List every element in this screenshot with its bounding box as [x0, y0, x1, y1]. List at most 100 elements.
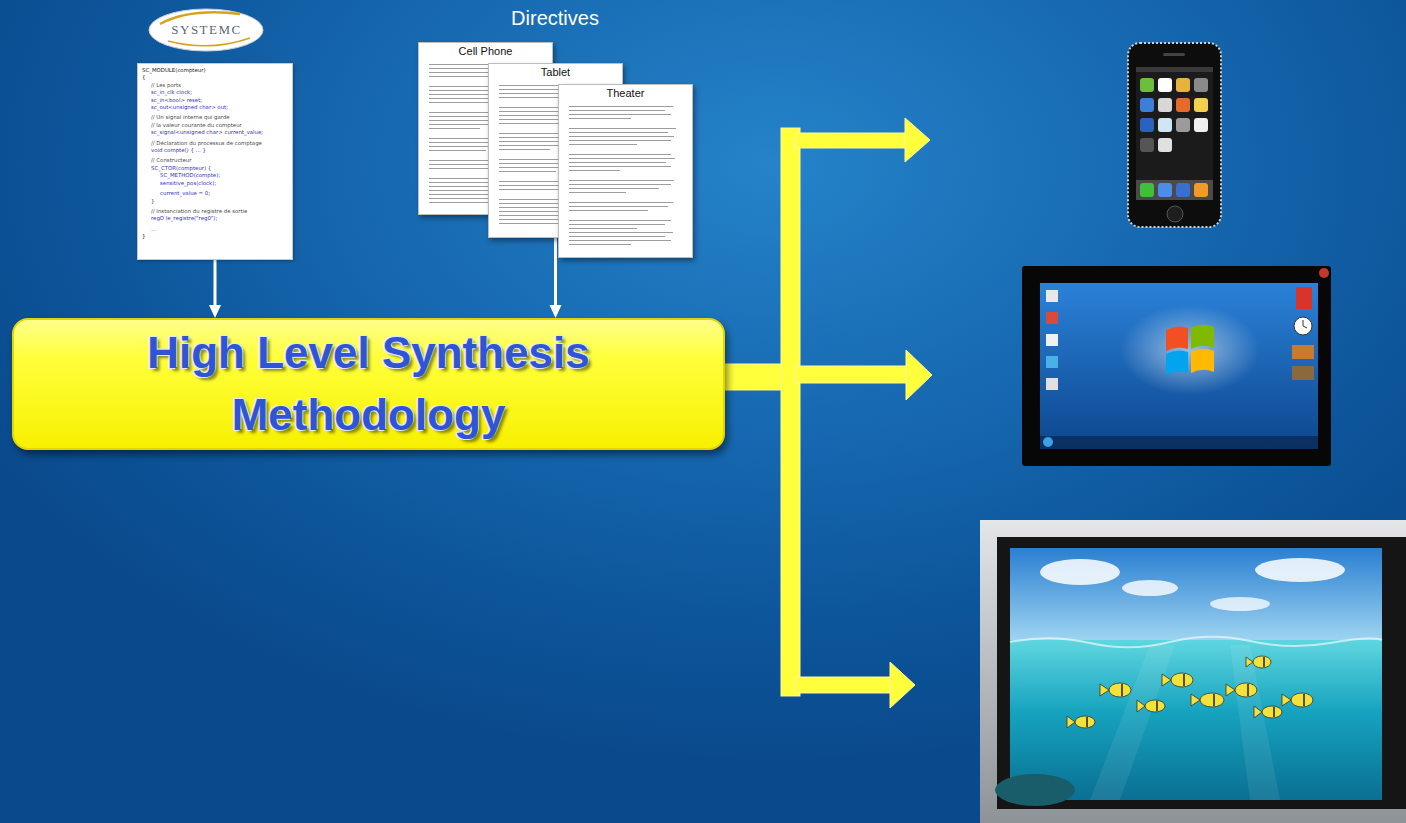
theater-screen-picture [1137, 700, 1145, 712]
code-line: SC_CTOR(compteur) { [142, 165, 288, 172]
cell-phone-picture [1194, 78, 1208, 92]
code-line: current_value = 0; [142, 190, 288, 197]
code-line: // Constructeur [142, 157, 288, 164]
tablet-picture [1022, 266, 1331, 466]
tablet-picture [1191, 325, 1214, 349]
theater-screen-picture [1171, 673, 1193, 687]
tablet-picture [1191, 349, 1214, 373]
theater-screen-picture [1247, 684, 1249, 696]
distribution-arrows [722, 118, 932, 708]
filler-line [569, 188, 659, 189]
code-line: sc_signal<unsigned char> current_value; [142, 129, 288, 136]
filler-line [429, 186, 497, 187]
code-line: sc_in_clk clock; [142, 89, 288, 96]
cell-phone-picture [1128, 43, 1221, 227]
filler-line [499, 223, 561, 224]
systemc-logo [168, 38, 250, 46]
theater-screen-picture [980, 520, 1406, 823]
filler-line [569, 206, 668, 207]
theater-screen-picture [1067, 716, 1075, 728]
filler-line [569, 128, 676, 129]
theater-screen-picture [1087, 657, 1304, 727]
theater-screen-picture [1183, 674, 1185, 686]
theater-screen-picture [1303, 694, 1305, 706]
tablet-picture [1022, 266, 1331, 466]
filler-line [429, 202, 491, 203]
filler-line [569, 118, 631, 119]
cell-phone-picture [1194, 98, 1208, 112]
systemc-logo [149, 9, 263, 51]
filler-line [569, 224, 665, 225]
filler-line [569, 106, 673, 107]
theater-screen-picture [995, 774, 1075, 806]
filler-line [569, 210, 648, 211]
tablet-picture [1303, 326, 1307, 328]
code-line: regO le_registre("reg0"); [142, 215, 288, 222]
filler-line [499, 97, 561, 98]
cell-phone-picture [1136, 67, 1213, 200]
tablet-picture [1046, 290, 1058, 302]
systemc-logo [149, 9, 263, 51]
tablet-picture [1046, 378, 1058, 390]
code-line: ... [142, 226, 288, 233]
theater-screen-picture [1156, 701, 1158, 711]
connector-line [214, 260, 217, 308]
tablet-picture [1292, 345, 1314, 359]
directive-document: Theater [558, 84, 693, 258]
distribution-arrows [905, 118, 930, 162]
code-line: // la valeur courante du compteur [142, 122, 288, 129]
logo-text: SYSTEMC [150, 22, 263, 38]
filler-line [569, 170, 620, 171]
distribution-arrows [781, 128, 800, 696]
theater-screen-picture [1121, 684, 1123, 696]
filler-line [569, 114, 671, 115]
theater-screen-picture [1075, 716, 1095, 728]
cell-phone-picture [1158, 78, 1172, 92]
connector-line [554, 238, 557, 308]
theater-screen-picture [1253, 656, 1271, 668]
cell-phone-picture [1158, 138, 1172, 152]
code-line: } [142, 233, 288, 240]
theater-screen-picture [1086, 717, 1088, 727]
distribution-arrows [795, 677, 892, 693]
tablet-picture [1303, 320, 1304, 326]
filler-text [559, 85, 692, 257]
filler-line [429, 150, 486, 151]
filler-line [429, 128, 480, 129]
theater-screen-picture [1282, 694, 1291, 706]
arrow-head [209, 305, 221, 318]
theater-screen-picture [1191, 694, 1200, 706]
filler-line [569, 202, 673, 203]
code-line: { [142, 74, 288, 81]
filler-line [499, 171, 556, 172]
filler-line [499, 149, 550, 150]
code-line: // Les ports [142, 82, 288, 89]
filler-line [569, 232, 673, 233]
theater-screen-picture [1010, 637, 1382, 648]
arrow-head [550, 305, 562, 318]
theater-screen-picture [1145, 700, 1165, 712]
filler-line [569, 236, 665, 237]
document-title: Tablet [489, 66, 622, 79]
cell-phone-picture [1128, 43, 1221, 227]
filler-line [569, 184, 671, 185]
tablet-picture [1166, 350, 1188, 375]
theater-screen-picture [1162, 674, 1171, 686]
cell-phone-picture [1158, 183, 1172, 197]
theater-screen-picture [1263, 657, 1265, 667]
filler-line [569, 220, 671, 221]
tablet-picture [1040, 283, 1318, 449]
filler-line [569, 110, 665, 111]
code-line: } [142, 198, 288, 205]
document-title: Theater [559, 87, 692, 100]
cell-phone-picture [1140, 183, 1154, 197]
theater-screen-picture [1230, 645, 1280, 800]
code-line: void compte() { ... } [142, 147, 288, 154]
code-line: sensitive_pos(clock); [142, 180, 288, 187]
cell-phone-picture [1176, 118, 1190, 132]
theater-screen-picture [1291, 693, 1313, 707]
document-title: Cell Phone [419, 45, 552, 58]
